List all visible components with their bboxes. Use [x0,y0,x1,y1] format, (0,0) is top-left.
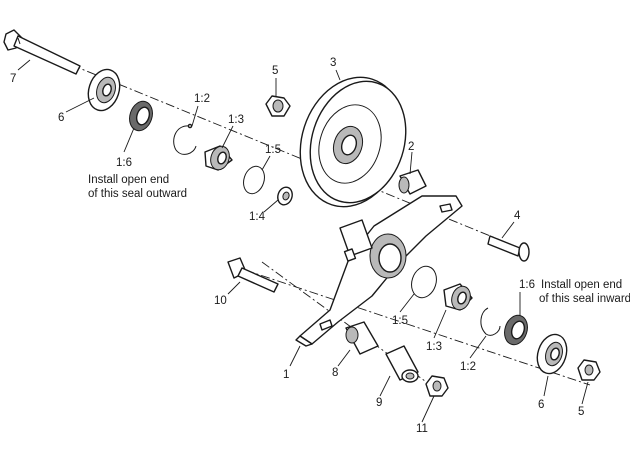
nut-part-5-bottom [577,359,601,381]
nut-part-5-top [265,95,291,117]
callout-4: 4 [514,210,521,222]
callout-1-4: 1:4 [249,211,266,223]
note-inward-line-2: of this seal inward [539,293,630,305]
callout-2: 2 [408,141,414,153]
callout-6-top: 6 [58,112,64,124]
note-outward-line-2: of this seal outward [88,188,187,200]
o-ring-part-1-5-top [243,165,265,195]
callout-11: 11 [416,423,428,435]
callout-1-6-top: 1:6 [116,157,132,169]
bolt-part-7 [3,29,81,75]
callout-1-5-top: 1:5 [265,144,281,156]
callout-7: 7 [10,73,16,85]
note-inward-line-1: Install open end [541,279,622,291]
washer-part-6-bottom [536,333,568,375]
nut-part-11 [425,375,449,397]
note-outward-line-1: Install open end [88,174,169,186]
callout-5-bottom: 5 [578,406,584,418]
callout-1-3-bottom: 1:3 [426,341,442,353]
seal-part-1-6-top [129,100,153,132]
idler-arm-part-1 [295,195,463,347]
bushing-part-9 [385,345,419,383]
install-note-inward: Install open end of this seal inward [539,279,630,305]
seal-part-1-6-bottom [504,314,528,346]
callout-9: 9 [376,397,382,409]
o-ring-part-1-5-bottom [411,265,437,299]
callout-1-2-top: 1:2 [194,93,210,105]
callout-1-3-top: 1:3 [228,114,244,126]
callout-leader-lines [17,59,589,423]
spacer-part-8 [345,321,379,355]
idler-pulley-part-3 [299,76,407,208]
retaining-ring-part-1-2-bottom [480,307,501,336]
spacer-part-1-4 [277,186,293,206]
callout-8: 8 [332,367,338,379]
callout-10: 10 [214,295,227,307]
pin-part-4 [487,235,530,262]
spacer-part-2 [398,169,427,195]
retaining-ring-part-1-2-top [173,123,197,155]
callout-labels: 7 6 1:6 1:2 1:3 5 3 1:5 1:4 2 4 10 1:5 1… [10,57,584,435]
bearing-part-1-3-top [204,145,233,171]
callout-1-6-bottom: 1:6 [519,279,535,291]
washer-part-6-top [87,68,121,112]
callout-6-bottom: 6 [538,399,544,411]
callout-5-top: 5 [272,65,278,77]
install-note-outward: Install open end of this seal outward [88,174,187,200]
callout-3: 3 [330,57,336,69]
callout-1-2-bottom: 1:2 [460,361,476,373]
bolt-part-10 [227,257,279,293]
callout-1: 1 [283,369,289,381]
callout-1-5-bottom: 1:5 [392,315,408,327]
bearing-part-1-3-bottom [443,283,473,311]
